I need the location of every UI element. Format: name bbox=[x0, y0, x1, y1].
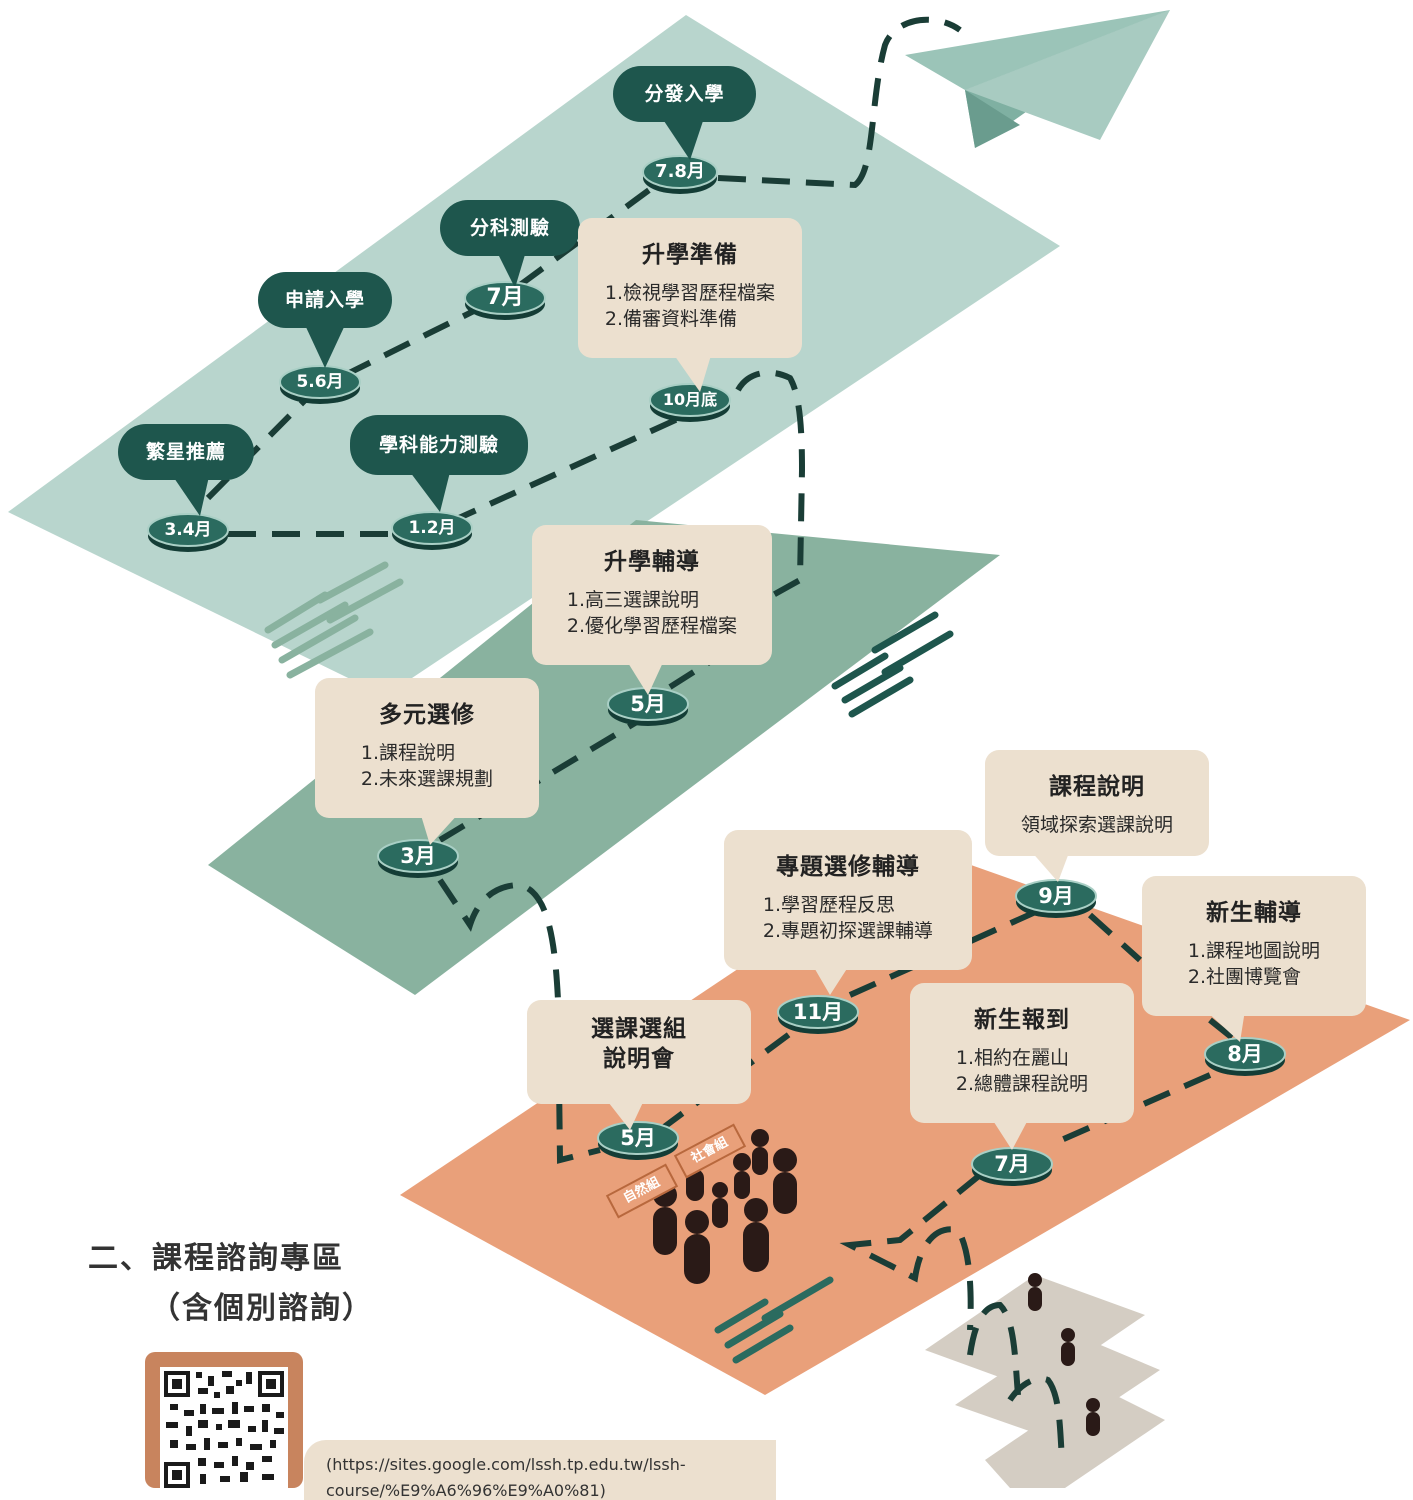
card-group-title-line2: 說明會 bbox=[603, 1046, 675, 1072]
list-item: 1.檢視學習歷程檔案 bbox=[604, 282, 776, 304]
grade2-label bbox=[831, 611, 954, 718]
card-topic-items: 1.學習歷程反思 2.專題初探選課輔導 bbox=[763, 892, 933, 944]
list-item: 2.未來選課規劃 bbox=[360, 768, 494, 790]
small-platform bbox=[955, 1330, 1160, 1440]
person-icon bbox=[1028, 1273, 1100, 1436]
card-counsel: 升學輔導 1.高三選課說明 2.優化學習歷程檔案 bbox=[532, 525, 772, 665]
event-fenfa-title: 分發入學 bbox=[613, 66, 756, 122]
date-marker-label: 5月 bbox=[630, 692, 666, 716]
card-counsel-title: 升學輔導 bbox=[604, 549, 700, 575]
grade3-label bbox=[264, 561, 404, 679]
date-marker-label: 11月 bbox=[792, 1000, 844, 1024]
url-line2: course/%E9%A6%96%E9%A0%81) bbox=[326, 1481, 606, 1500]
card-group-title-line1: 選課選組 bbox=[591, 1016, 687, 1042]
date-marker-label: 3月 bbox=[400, 844, 436, 868]
list-item: 2.備審資料準備 bbox=[604, 308, 738, 330]
date-marker bbox=[391, 511, 473, 545]
card-prep: 升學準備 1.檢視學習歷程檔案 2.備審資料準備 bbox=[578, 218, 802, 358]
card-group: 選課選組 說明會 bbox=[527, 1000, 751, 1104]
card-freshman: 新生輔導 1.課程地圖說明 2.社團博覽會 bbox=[1142, 876, 1366, 1016]
date-marker bbox=[1015, 879, 1097, 913]
qr-pattern bbox=[164, 1371, 284, 1488]
card-course-title: 課程說明 bbox=[1049, 774, 1145, 800]
card-multi-title: 多元選修 bbox=[379, 702, 475, 728]
date-marker-label: 7月 bbox=[486, 285, 524, 310]
list-item: 2.社團博覽會 bbox=[1187, 966, 1302, 988]
card-multi: 多元選修 1.課程說明 2.未來選課規劃 bbox=[315, 678, 539, 818]
date-marker-label: 3.4月 bbox=[164, 520, 212, 540]
date-marker bbox=[777, 995, 859, 1029]
markers bbox=[147, 155, 1286, 1186]
card-counsel-items: 1.高三選課說明 2.優化學習歷程檔案 bbox=[567, 587, 737, 639]
small-platform bbox=[985, 1385, 1165, 1488]
date-marker bbox=[147, 513, 229, 547]
date-marker bbox=[649, 383, 731, 417]
card-report-title: 新生報到 bbox=[974, 1007, 1070, 1033]
grade3-platform bbox=[8, 15, 1060, 696]
date-marker-label: 9月 bbox=[1038, 884, 1074, 908]
card-multi-items: 1.課程說明 2.未來選課規劃 bbox=[361, 740, 493, 792]
date-marker-label: 7月 bbox=[994, 1152, 1030, 1176]
date-marker bbox=[1204, 1037, 1286, 1071]
list-item: 1.學習歷程反思 bbox=[762, 894, 896, 916]
list-item: 2.優化學習歷程檔案 bbox=[566, 615, 738, 637]
card-course: 課程說明 領域探索選課說明 bbox=[985, 750, 1209, 856]
date-marker bbox=[377, 839, 459, 873]
list-item: 1.高三選課說明 bbox=[566, 589, 700, 611]
card-course-items: 領域探索選課說明 bbox=[1021, 812, 1173, 838]
card-topic: 專題選修輔導 1.學習歷程反思 2.專題初探選課輔導 bbox=[724, 830, 972, 970]
small-platform bbox=[925, 1275, 1145, 1390]
card-tails bbox=[420, 352, 1245, 1150]
event-fenke-title: 分科測驗 bbox=[440, 200, 580, 256]
date-marker-label: 5.6月 bbox=[296, 372, 344, 392]
date-marker bbox=[279, 365, 361, 399]
date-marker-label: 10月底 bbox=[662, 390, 718, 409]
card-prep-title: 升學準備 bbox=[642, 242, 738, 268]
card-report-items: 1.相約在麗山 2.總體課程說明 bbox=[956, 1045, 1088, 1097]
list-item: 領域探索選課說明 bbox=[1020, 814, 1173, 836]
section-subheading: （含個別諮詢） bbox=[150, 1291, 374, 1326]
paper-plane-icon bbox=[905, 10, 1170, 148]
course-url[interactable]: (https://sites.google.com/lssh.tp.edu.tw… bbox=[304, 1440, 776, 1500]
date-marker bbox=[597, 1121, 679, 1155]
date-marker-label: 7.8月 bbox=[655, 161, 705, 182]
card-freshman-items: 1.課程地圖說明 2.社團博覽會 bbox=[1188, 938, 1320, 990]
list-item: 2.專題初探選課輔導 bbox=[762, 920, 934, 942]
date-marker bbox=[464, 281, 546, 315]
event-shenqing-title: 申請入學 bbox=[258, 272, 392, 328]
section-heading: 二、課程諮詢專區 bbox=[88, 1241, 344, 1276]
date-marker-label: 8月 bbox=[1227, 1042, 1263, 1066]
list-item: 1.課程地圖說明 bbox=[1187, 940, 1321, 962]
list-item: 2.總體課程說明 bbox=[955, 1073, 1089, 1095]
date-marker-label: 1.2月 bbox=[408, 518, 456, 538]
event-fanxing-title: 繁星推薦 bbox=[118, 424, 254, 480]
date-marker bbox=[642, 155, 718, 189]
url-line1: (https://sites.google.com/lssh.tp.edu.tw… bbox=[326, 1455, 686, 1474]
list-item: 1.課程說明 bbox=[360, 742, 456, 764]
card-prep-items: 1.檢視學習歷程檔案 2.備審資料準備 bbox=[605, 280, 775, 332]
list-item: 1.相約在麗山 bbox=[955, 1047, 1070, 1069]
event-xueke-title: 學科能力測驗 bbox=[350, 415, 528, 475]
card-report: 新生報到 1.相約在麗山 2.總體課程說明 bbox=[910, 983, 1134, 1123]
card-topic-title: 專題選修輔導 bbox=[776, 854, 920, 880]
date-marker-label: 5月 bbox=[620, 1126, 656, 1150]
card-freshman-title: 新生輔導 bbox=[1206, 900, 1302, 926]
grade1-label bbox=[714, 1276, 834, 1364]
